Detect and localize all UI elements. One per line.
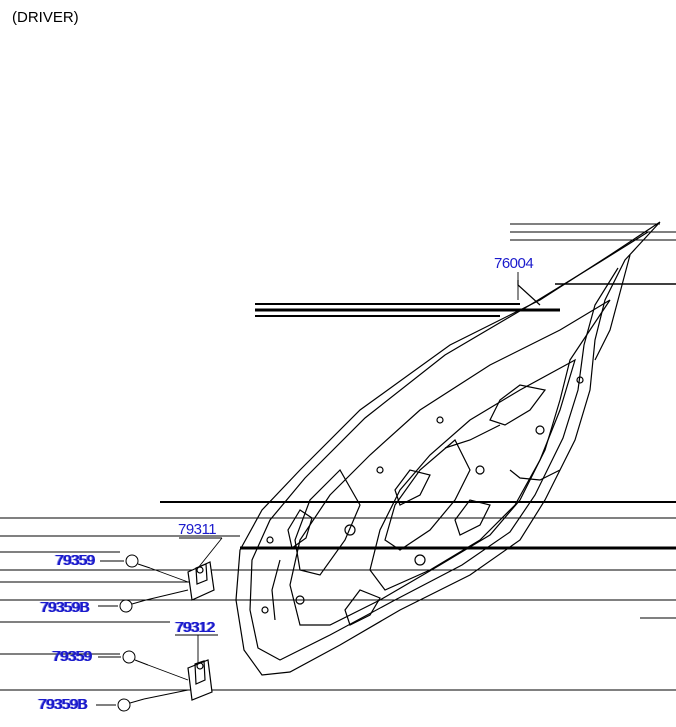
upper-bolt-icon [125, 554, 151, 569]
label-door-panel[interactable]: 76004 [494, 255, 534, 272]
upper-bolt-b-icon [119, 599, 147, 613]
label-lower-hinge-bolt[interactable]: 79359 [52, 648, 92, 665]
upper-hinge [187, 561, 215, 601]
label-lower-hinge-bolt-b[interactable]: 79359B [38, 696, 87, 713]
bolt-icons [117, 554, 151, 712]
label-upper-hinge-bolt[interactable]: 79359 [55, 552, 95, 569]
lower-hinge [187, 659, 213, 701]
lower-bolt-icon [122, 650, 149, 666]
lower-bolt-b-icon [117, 698, 145, 712]
door-panel [235, 221, 661, 676]
label-lower-hinge[interactable]: 79312 [175, 619, 215, 636]
label-upper-hinge-bolt-b[interactable]: 79359B [40, 599, 89, 616]
scan-streaks [0, 223, 676, 691]
leader-lines [96, 272, 519, 706]
diagram-caption: (DRIVER) [12, 9, 79, 26]
label-upper-hinge[interactable]: 79311 [178, 521, 217, 538]
